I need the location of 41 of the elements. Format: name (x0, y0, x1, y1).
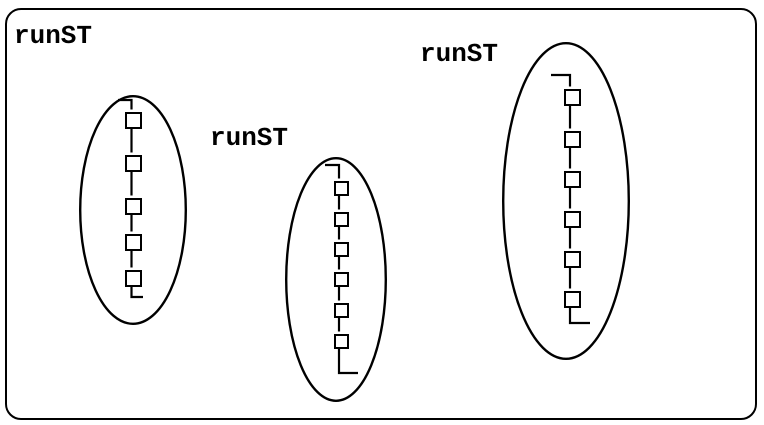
state-square (564, 250, 580, 268)
connector-line (568, 306, 590, 324)
connector-line (130, 212, 133, 232)
connector-line (338, 284, 340, 300)
connector-line (551, 74, 572, 86)
state-square (334, 302, 348, 318)
state-square (125, 234, 142, 250)
connector-line (568, 226, 572, 248)
connector-line (130, 126, 133, 152)
state-square (334, 180, 348, 196)
connector-line (130, 284, 143, 298)
state-square (125, 198, 142, 214)
state-square (564, 170, 580, 188)
connector-line (338, 224, 340, 240)
state-square (564, 290, 580, 308)
state-square (564, 210, 580, 228)
connector-line (338, 254, 340, 270)
state-square (334, 272, 348, 286)
ellipse-label: runST (14, 22, 92, 50)
ellipse-label: runST (420, 40, 498, 68)
connector-line (130, 170, 133, 196)
connector-line (130, 248, 133, 268)
ellipse-label: runST (210, 124, 288, 152)
connector-line (325, 164, 340, 178)
connector-line (568, 104, 572, 128)
state-square (564, 130, 580, 148)
state-square (125, 154, 142, 172)
connector-line (338, 346, 358, 374)
connector-line (338, 316, 340, 332)
connector-line (338, 194, 340, 210)
connector-line (568, 186, 572, 208)
panel-border (5, 8, 757, 420)
state-square (125, 270, 142, 286)
state-square (334, 212, 348, 226)
state-square (564, 88, 580, 106)
state-square (334, 242, 348, 256)
connector-line (568, 146, 572, 168)
connector-line (118, 98, 133, 110)
state-square (125, 112, 142, 128)
state-square (334, 334, 348, 348)
connector-line (568, 266, 572, 288)
